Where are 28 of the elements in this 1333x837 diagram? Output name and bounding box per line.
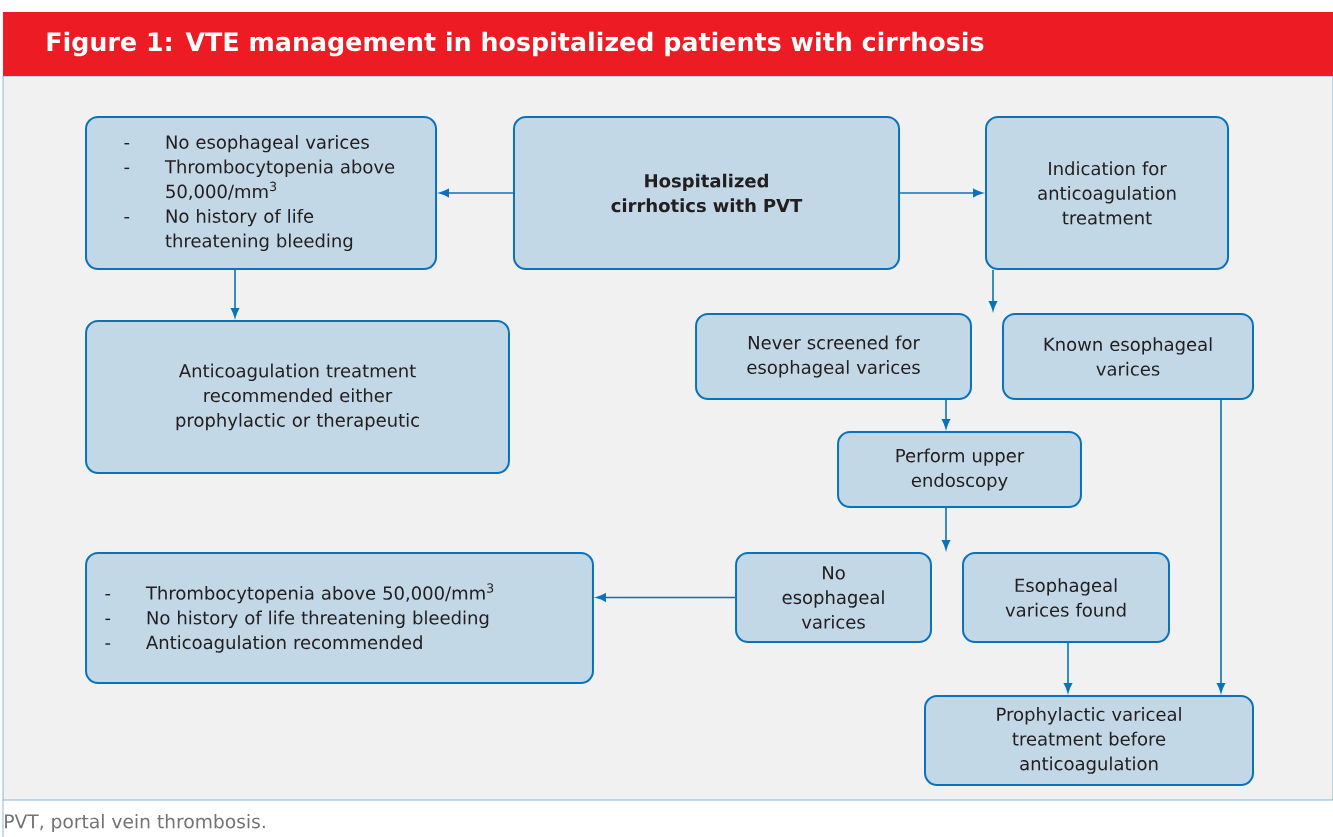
arrow — [941, 507, 951, 550]
bullet-dash: - — [124, 217, 130, 219]
bullet-dash: - — [124, 143, 130, 145]
arrow — [988, 269, 998, 311]
process-box: Anticoagulation treatment recommended either prophylactic or therapeutic — [85, 320, 510, 474]
arrow — [941, 399, 951, 429]
title-banner: Figure 1: VTE management in hospitalized patients with cirrhosis — [3, 12, 1333, 76]
bullet-dash: - — [105, 643, 111, 645]
arrow — [230, 269, 240, 318]
process-box: Indication for anticoagulation treatment — [985, 116, 1229, 270]
arrow — [439, 188, 514, 198]
bullet-list-box: - No esophageal varices - Thrombocytopenia above 50,000/mm$^{3}$ - No history of life threatening bleeding — [85, 116, 437, 270]
process-box: Perform upper endoscopy — [837, 431, 1082, 508]
process-box: Hospitalized cirrhotics with PVT — [513, 116, 901, 270]
process-box: Prophylactic variceal treatment before anticoagulation — [924, 694, 1254, 787]
process-box: Never screened for esophageal varices — [695, 312, 972, 401]
bullet-list-box: - Thrombocytopenia above 50,000/mm$^{3}$ - No history of life threatening bleeding - Anticoagulation recommended — [85, 552, 594, 684]
caption: PVT, portal vein thrombosis. — [5, 813, 265, 833]
process-box: Esophageal varices found — [962, 551, 1170, 644]
bullet-dash: - — [105, 618, 111, 621]
bullet-dash: - — [124, 167, 130, 170]
bullet-dash: - — [105, 593, 111, 596]
process-box: No esophageal varices — [735, 551, 932, 644]
arrow — [596, 593, 736, 602]
arrow — [899, 188, 983, 198]
arrow — [1063, 642, 1073, 693]
arrow — [1216, 399, 1226, 693]
process-box: Known esophageal varices — [1002, 312, 1254, 401]
